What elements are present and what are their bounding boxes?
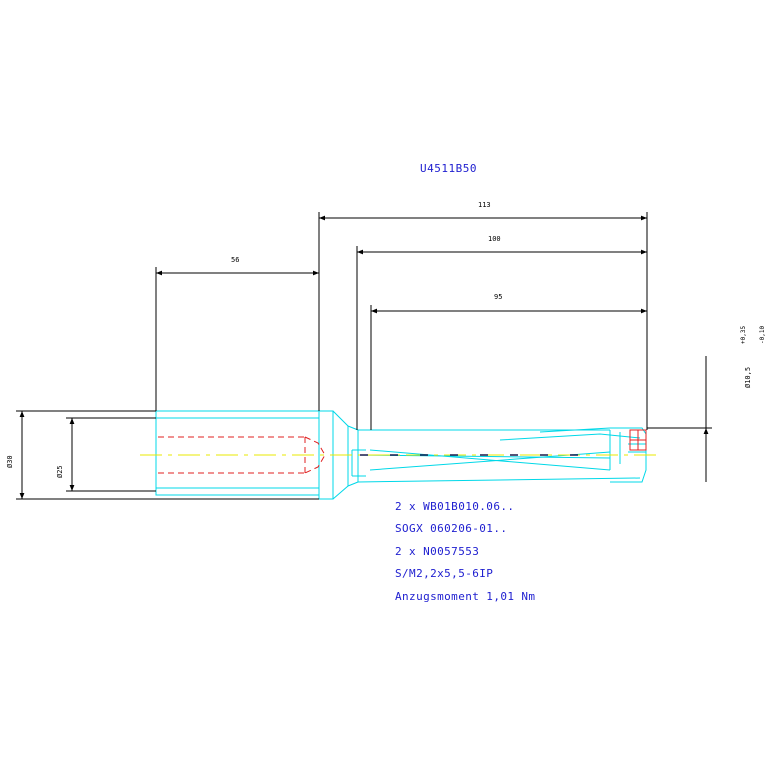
note-line: S/M2,2x5,5-6IP xyxy=(395,567,493,580)
dim-d25: Ø25 xyxy=(56,417,156,492)
part-number-title: U4511B50 xyxy=(420,162,477,175)
dim-100-label: 100 xyxy=(488,235,501,243)
note-line: 2 x N0057553 xyxy=(395,545,479,558)
dim-100: 100 xyxy=(356,235,647,430)
dim-113: 113 xyxy=(318,201,648,430)
note-line: 2 x WB01B010.06.. xyxy=(395,500,514,513)
dim-d10-5-label: Ø10,5 xyxy=(744,367,752,388)
dim-d30: Ø30 xyxy=(6,410,319,500)
dim-95-label: 95 xyxy=(494,293,502,301)
notes-block: 2 x WB01B010.06.. SOGX 060206-01.. 2 x N… xyxy=(395,500,535,603)
dim-95: 95 xyxy=(370,293,647,430)
hidden-bore xyxy=(158,429,647,474)
note-line: Anzugsmoment 1,01 Nm xyxy=(395,590,535,603)
note-line: SOGX 060206-01.. xyxy=(395,522,507,535)
dim-113-label: 113 xyxy=(478,201,491,209)
dim-d10-5: Ø10,5 +0,35 -0,10 xyxy=(647,326,766,482)
dim-d10-5-tol-upper: +0,35 xyxy=(740,326,747,344)
dim-56: 56 xyxy=(155,256,319,411)
dim-d10-5-tol-lower: -0,10 xyxy=(759,326,766,344)
dim-56-label: 56 xyxy=(231,256,239,264)
shank-outline xyxy=(155,410,320,496)
dim-d25-label: Ø25 xyxy=(56,465,64,478)
dim-d30-label: Ø30 xyxy=(6,455,14,468)
